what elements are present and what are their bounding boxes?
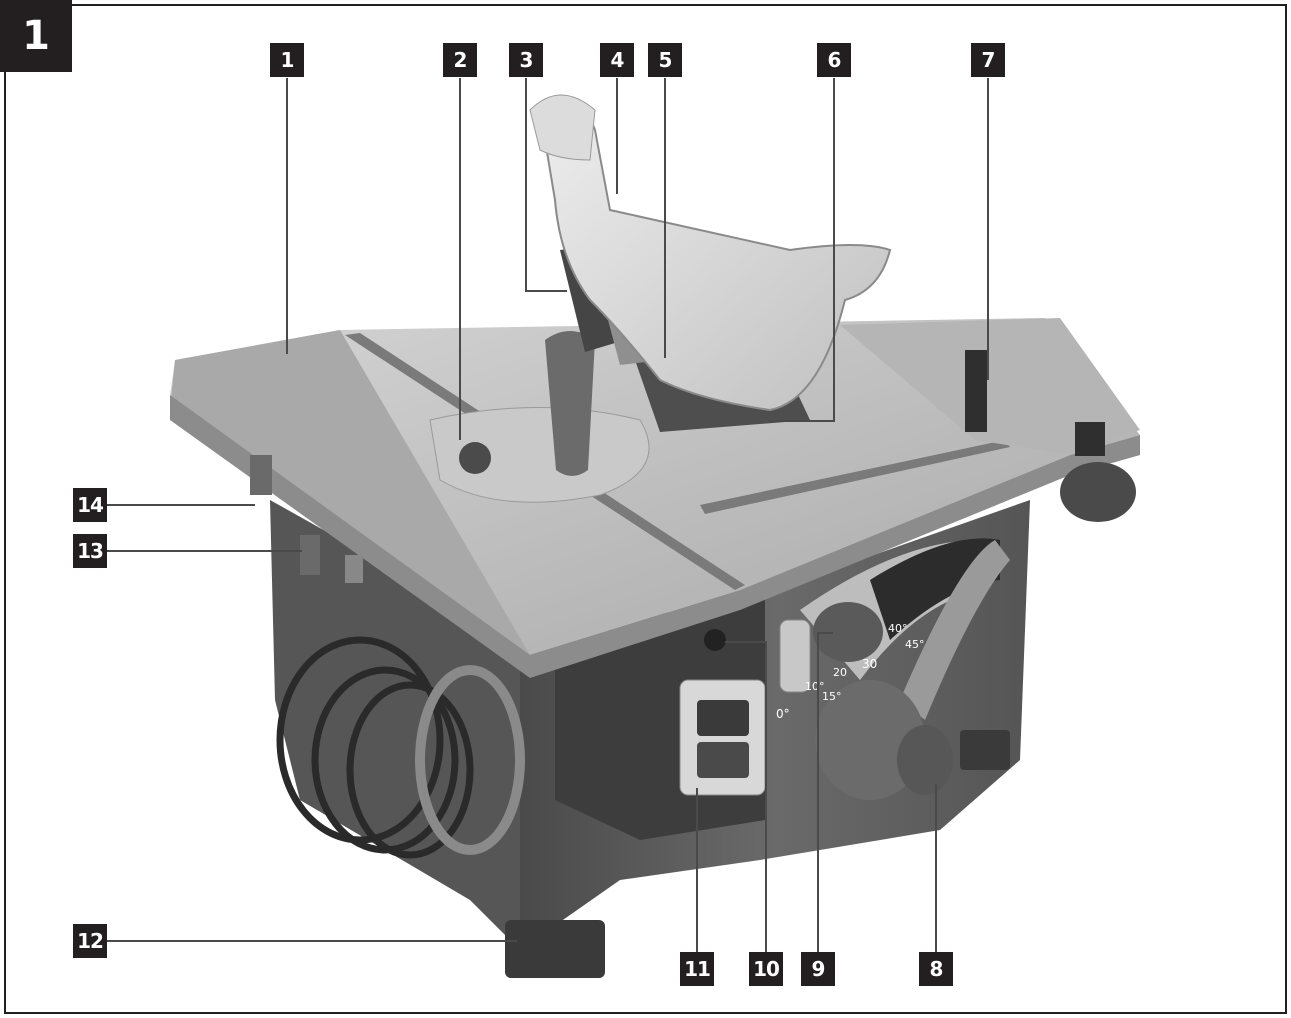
leader-9-v — [817, 634, 819, 952]
leader-14 — [107, 504, 255, 506]
frame-bottom-border — [4, 1012, 1287, 1014]
callout-8: 8 — [919, 952, 953, 986]
bevel-scale-15: 15° — [822, 690, 842, 703]
on-off-switch-lower — [697, 742, 749, 778]
leader-1 — [286, 78, 288, 354]
callout-11: 11 — [680, 952, 714, 986]
frame-left-border — [4, 72, 6, 1014]
callout-2: 2 — [443, 43, 477, 77]
leader-3-h — [525, 290, 567, 292]
figure-number-badge: 1 — [0, 0, 72, 72]
callout-10: 10 — [749, 952, 783, 986]
callout-12: 12 — [73, 924, 107, 958]
overload-reset-button — [704, 629, 726, 651]
side-bracket-13b — [345, 555, 363, 583]
rip-fence-knob — [1060, 462, 1136, 522]
bevel-scale-45: 45° — [905, 638, 925, 651]
bevel-scale-40: 40° — [888, 622, 908, 635]
leader-5 — [664, 78, 666, 358]
callout-3: 3 — [509, 43, 543, 77]
leader-10-h — [725, 641, 767, 643]
leader-3-v — [525, 78, 527, 292]
leader-4 — [616, 78, 618, 194]
side-bracket-13 — [300, 535, 320, 575]
callout-5: 5 — [648, 43, 682, 77]
side-handwheel — [415, 665, 525, 855]
bevel-scale-20: 20 — [833, 666, 847, 679]
mitre-gauge-plate — [429, 407, 650, 503]
blade-guard — [538, 102, 892, 412]
bevel-slot — [900, 540, 1010, 720]
callout-4: 4 — [600, 43, 634, 77]
rip-fence-upright — [965, 350, 987, 432]
bevel-scale-30: 30 — [862, 657, 877, 671]
callout-14: 14 — [73, 488, 107, 522]
rip-fence-end-block — [1075, 422, 1105, 456]
leader-6-v — [833, 78, 835, 422]
bevel-gear-arc — [870, 538, 1000, 640]
callout-1: 1 — [270, 43, 304, 77]
rip-fence-rail-slot — [700, 440, 1010, 514]
leader-11 — [696, 788, 698, 952]
callout-7: 7 — [971, 43, 1005, 77]
leader-8 — [935, 784, 937, 952]
frame-right-border — [1285, 4, 1287, 1014]
bevel-scale-0: 0° — [776, 707, 790, 721]
foot-front-left — [505, 920, 605, 978]
callout-13: 13 — [73, 534, 107, 568]
callout-6: 6 — [817, 43, 851, 77]
rip-fence — [840, 318, 1140, 455]
leader-9-h — [817, 632, 833, 634]
side-bracket-14 — [250, 455, 272, 495]
leader-13 — [107, 550, 302, 552]
height-handwheel-knob — [897, 725, 953, 795]
on-off-switch-button — [697, 700, 749, 736]
guard-dust-port — [529, 94, 596, 161]
leader-7 — [987, 78, 989, 380]
table-extension-left — [170, 330, 530, 668]
bevel-lock-knob — [813, 602, 883, 662]
frame-top-border — [72, 4, 1287, 6]
foot-front-right — [960, 730, 1010, 770]
table-front-edge — [170, 395, 1140, 678]
leader-2 — [459, 78, 461, 440]
callout-9: 9 — [801, 952, 835, 986]
leader-10-v — [765, 642, 767, 952]
mitre-locking-knob — [459, 442, 491, 474]
leader-12 — [107, 940, 517, 942]
bevel-scale-10: 10° — [805, 680, 825, 693]
push-stick — [545, 331, 595, 476]
height-handwheel — [815, 680, 925, 800]
power-cable-coil — [276, 636, 474, 859]
leader-6-h — [768, 420, 835, 422]
table-top — [170, 318, 1140, 655]
bevel-lock-handle — [779, 619, 811, 693]
